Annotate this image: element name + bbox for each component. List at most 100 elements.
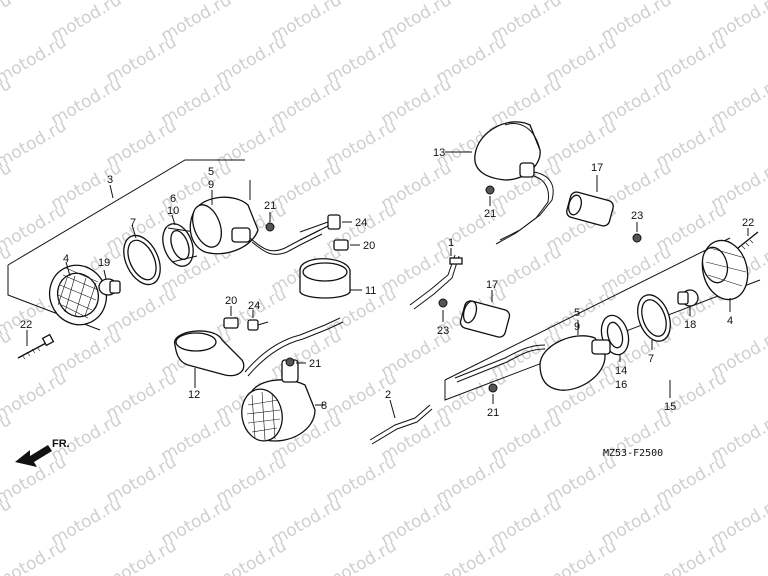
callout-20-a: 20 [363,240,375,252]
callout-24-b: 24 [248,300,260,312]
screw-21d [488,383,498,393]
callout-6: 6 [170,193,176,205]
leader-7a [131,224,137,239]
callout-23-a: 23 [631,210,643,222]
callout-1: 1 [448,237,454,249]
bolt-22a [17,333,55,360]
bolt-20a [333,239,349,251]
callout-9-left: 9 [208,179,214,191]
lamp-8 [241,359,316,442]
watermark-text: motod.ru [543,536,621,576]
leader-4a [65,261,71,277]
callout-13: 13 [433,147,445,159]
callout-17-a: 17 [591,162,603,174]
housing-5-9-right [539,335,611,391]
bracket-12 [174,330,245,377]
relay-17a [566,191,614,227]
gasket-7a [123,234,161,286]
front-direction-arrow-icon [15,445,52,467]
watermark-text: motod.ru [323,536,401,576]
watermark-text: motod.ru [213,536,291,576]
assembly-15-bracket-top [444,237,731,381]
wire-1b [413,255,460,310]
callout-3: 3 [107,174,113,186]
callout-19: 19 [98,257,110,269]
assembly-3-bracket-top [7,159,245,266]
socket-6-10 [162,223,198,267]
leader-3 [109,184,114,199]
wire-1a [409,254,456,306]
callout-5-left: 5 [208,166,214,178]
callout-7-right: 7 [648,353,654,365]
callout-21-a: 21 [264,200,276,212]
wire-13b [495,175,549,245]
leader-2 [389,399,396,419]
callout-14: 14 [615,365,627,377]
callout-8: 8 [321,400,327,412]
clamp-11 [299,258,351,299]
connector-24a [299,214,341,241]
wire-2a [369,404,431,441]
wire-15a [454,344,546,379]
callout-16: 16 [615,379,627,391]
screw-21a [265,222,275,232]
screw-21b [285,357,295,367]
callout-9-right: 9 [574,321,580,333]
watermark-text: motod.ru [0,410,15,466]
bulb-19 [98,278,121,296]
callout-11: 11 [365,285,376,297]
callout-18: 18 [684,319,696,331]
screw-21c [485,185,495,195]
callout-5-right: 5 [574,307,580,319]
watermark-text: motod.ru [0,32,70,88]
callout-4-right: 4 [727,315,733,327]
wire-2b [371,408,433,445]
wire-8a [244,317,341,373]
callout-4-left: 4 [63,253,69,265]
callout-21-d: 21 [487,407,499,419]
right-front-assembly [409,121,642,338]
wire-8b [247,321,344,377]
lens-4b [701,239,749,301]
watermark-text: motod.ru [0,116,70,172]
diagram-code: MZ53-F2500 [603,448,663,459]
watermark-text: motod.ru [0,158,15,214]
callout-labels: 3 5 9 6 10 7 4 19 22 21 24 20 11 20 24 1… [20,147,754,419]
leader-19 [103,269,107,280]
callout-21-b: 21 [309,358,321,370]
watermark-text: motod.ru [0,536,70,576]
callout-21-c: 21 [484,208,496,220]
wire-15b [456,348,546,383]
connector-1 [449,257,463,265]
relay-17b [459,300,511,338]
lamp-13 [474,121,541,181]
callout-24-a: 24 [355,217,367,229]
callout-2: 2 [385,389,391,401]
housing-5-9-left [189,196,323,255]
watermark-text: motod.ru [0,74,15,130]
nut-23b [438,298,448,308]
connector-24b [247,319,269,331]
bolt-22b [737,231,759,250]
bulb-18 [677,289,699,307]
leader-6-10 [171,214,176,226]
left-front-assembly [7,159,362,360]
callout-12: 12 [188,389,200,401]
callout-10: 10 [167,205,179,217]
gasket-7b [637,294,671,342]
watermark-text: motod.ru [0,326,15,382]
watermark-text: motod.ru [433,536,511,576]
callout-7-left: 7 [130,217,136,229]
watermark-text: motod.ru [103,536,181,576]
watermark-text: motod.ru [0,0,15,46]
callout-23-b: 23 [437,325,449,337]
wire-13a [499,171,554,241]
front-label: FR. [52,438,70,450]
left-rear-assembly [174,306,344,442]
callout-22-right: 22 [742,217,754,229]
right-rear-assembly [369,228,761,445]
callout-17-b: 17 [486,279,498,291]
watermark-text: motod.ru [0,494,15,550]
